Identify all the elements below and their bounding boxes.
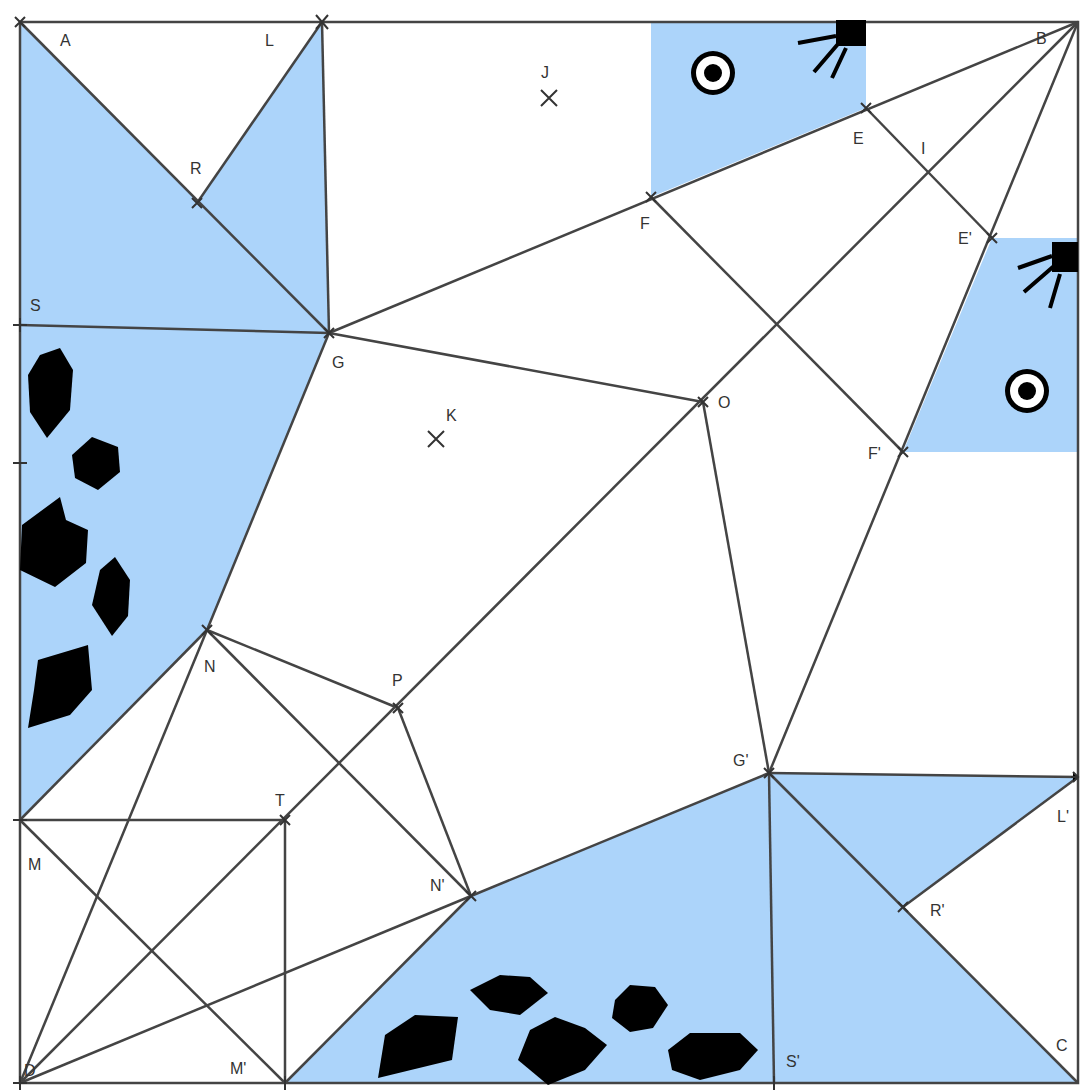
point-label: R' xyxy=(930,902,945,920)
point-label: E' xyxy=(958,230,972,248)
point-label: T xyxy=(275,792,285,810)
point-label: A xyxy=(60,32,71,50)
point-label: F xyxy=(640,215,650,233)
point-label: J xyxy=(541,64,549,82)
point-label: I xyxy=(921,140,925,158)
point-label: F' xyxy=(868,445,881,463)
point-label: E xyxy=(853,130,864,148)
point-label: G xyxy=(332,354,344,372)
construction-lines xyxy=(20,22,1078,1083)
point-label: R xyxy=(190,160,202,178)
target-symbols xyxy=(691,51,1049,413)
point-label: S' xyxy=(786,1053,800,1071)
rocks xyxy=(20,348,758,1085)
point-label: O xyxy=(718,394,730,412)
point-label: C xyxy=(1056,1037,1068,1055)
point-label: L xyxy=(265,32,274,50)
point-label: B xyxy=(1036,30,1047,48)
point-label: N xyxy=(204,658,216,676)
point-label: K xyxy=(446,407,457,425)
point-label: M' xyxy=(230,1060,246,1078)
point-label: G' xyxy=(733,752,749,770)
point-label: S xyxy=(30,297,41,315)
point-label: M xyxy=(28,856,41,874)
satellite-icons xyxy=(798,20,1078,308)
blue-zones xyxy=(20,22,1078,1083)
point-label: N' xyxy=(430,877,445,895)
point-label: L' xyxy=(1057,808,1069,826)
point-label: P xyxy=(392,672,403,690)
point-label: D xyxy=(24,1062,36,1080)
point-marks xyxy=(13,15,1078,1090)
